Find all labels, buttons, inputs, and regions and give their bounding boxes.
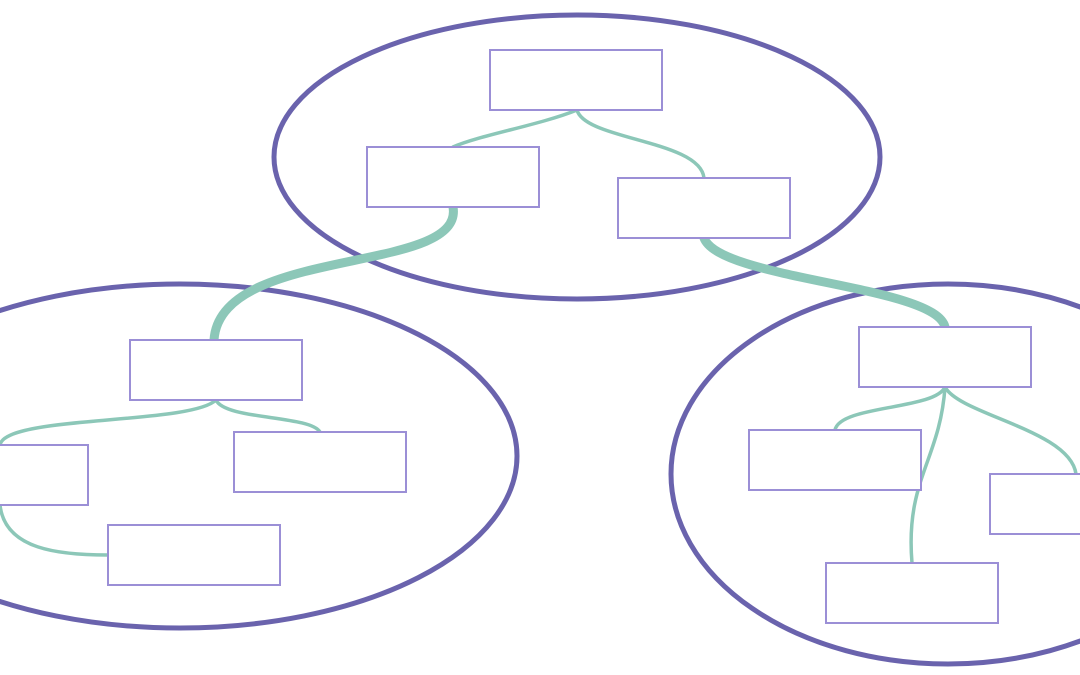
node-r-root: [858, 326, 1032, 388]
node-t-left: [366, 146, 540, 208]
connector-r-root-to-r-c: [909, 385, 947, 565]
cluster-left: [0, 281, 520, 631]
connector-t-root-to-t-right: [575, 108, 706, 180]
node-t-root: [489, 49, 663, 111]
node-box: [858, 326, 1032, 388]
node-l-a: [0, 444, 89, 506]
connector-l-root-to-l-a: [0, 398, 218, 447]
node-l-root: [129, 339, 303, 401]
connector-r-root-to-r-b: [943, 385, 1078, 476]
node-box: [825, 562, 999, 624]
connectors-layer: [0, 108, 1078, 565]
node-box: [233, 431, 407, 493]
node-box: [617, 177, 791, 239]
node-box: [129, 339, 303, 401]
connector-l-a-to-l-c: [0, 503, 110, 557]
node-r-a: [748, 429, 922, 491]
connector-l-root-to-l-b: [214, 398, 322, 434]
node-r-c: [825, 562, 999, 624]
node-l-c: [107, 524, 281, 586]
node-box: [989, 473, 1080, 535]
cluster-right: [668, 281, 1080, 667]
node-l-b: [233, 431, 407, 493]
node-box: [748, 429, 922, 491]
connector-r-root-to-r-a: [833, 385, 947, 432]
node-t-right: [617, 177, 791, 239]
connector-t-root-to-t-left: [451, 108, 579, 149]
cluster-top: [271, 12, 883, 302]
clusters-layer: [0, 12, 1080, 667]
connector-t-left-to-l-root: [209, 202, 458, 345]
node-box: [489, 49, 663, 111]
node-r-b: [989, 473, 1080, 535]
node-box: [107, 524, 281, 586]
node-box: [366, 146, 540, 208]
nodes-layer: [0, 49, 1080, 624]
connector-t-right-to-r-root: [699, 233, 950, 332]
node-box: [0, 444, 89, 506]
